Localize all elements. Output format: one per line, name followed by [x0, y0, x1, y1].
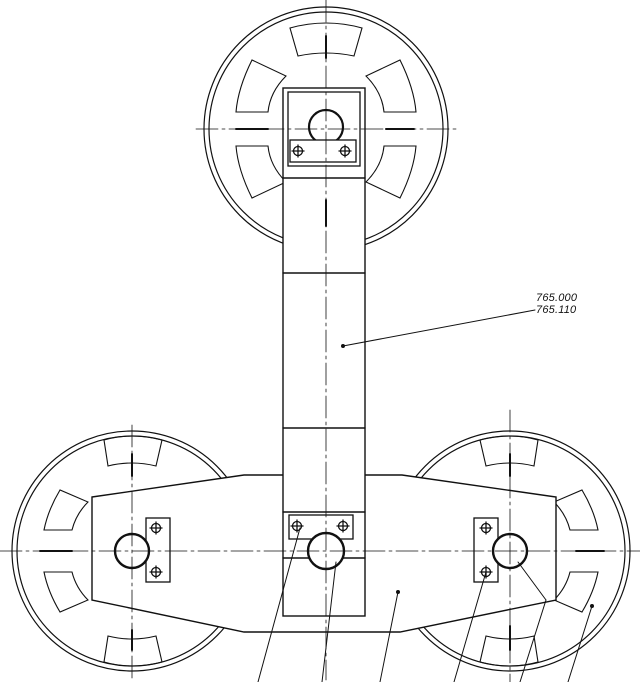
leader-lines [257, 309, 594, 682]
right-pivot [473, 517, 529, 583]
part-number-label: 765.110 [536, 304, 577, 316]
thick-axis-marks [39, 35, 605, 651]
top-clamp-plate [289, 139, 357, 163]
part-number-label: 765.000 [536, 292, 578, 304]
leader-part-number [342, 309, 536, 347]
